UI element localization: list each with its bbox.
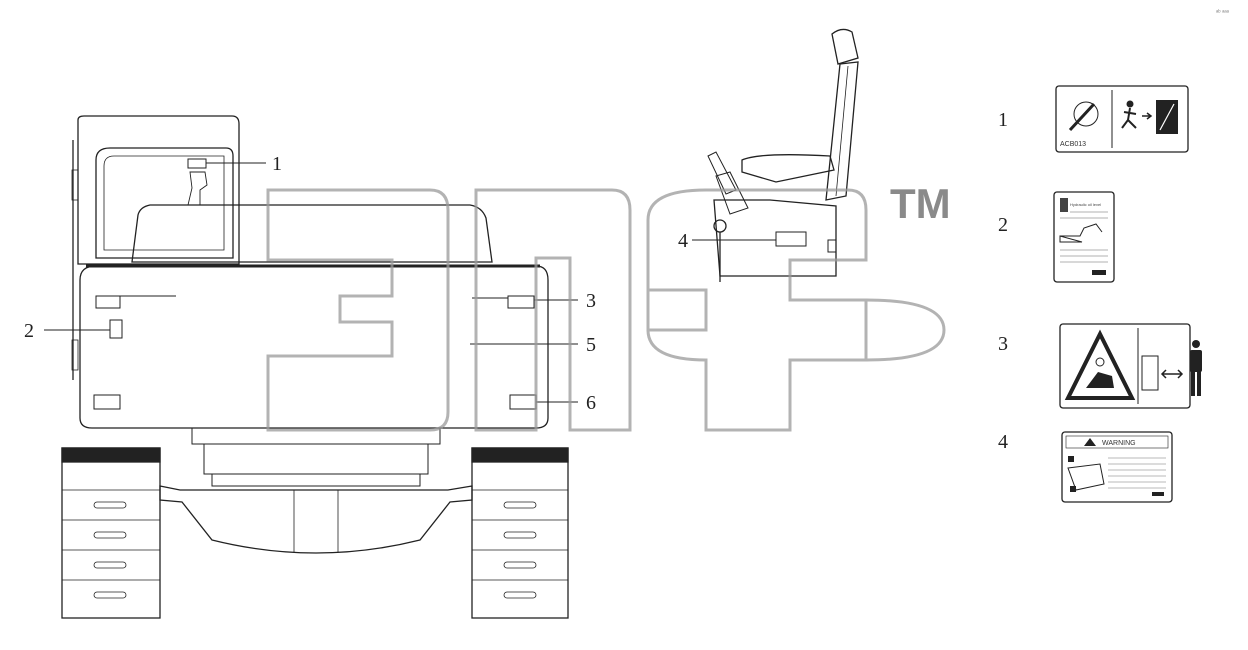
track-right: [471, 447, 569, 619]
callout-1: 1: [272, 153, 282, 175]
callout-2: 2: [24, 320, 34, 342]
standing-person-icon: [1192, 340, 1200, 348]
excavator-icon: [1059, 223, 1103, 243]
decal-4-title: WARNING: [1102, 440, 1136, 447]
legend-num-4: 4: [998, 431, 1008, 453]
leader-lines: [44, 162, 776, 403]
watermark: [266, 188, 946, 432]
decal-2-title: Hydraulic oil level: [1070, 202, 1101, 207]
seat-console-assembly: [707, 28, 859, 282]
undercarriage-frame: [159, 485, 473, 554]
decal-3: [1059, 323, 1202, 409]
decal-4: WARNING: [1061, 431, 1173, 503]
rear-light-left: [93, 394, 121, 410]
legend-num-1: 1: [998, 109, 1008, 131]
engine-hood: [131, 204, 493, 263]
decal-1-code: ACB013: [1060, 141, 1086, 148]
seat-silhouette: [187, 171, 208, 206]
legend-num-2: 2: [998, 214, 1008, 236]
cab-window: [95, 147, 234, 259]
counterweight-icon: [1141, 355, 1159, 391]
lock-icon-top: [1068, 456, 1074, 462]
watermark-tm: TM: [890, 180, 951, 227]
explosion-icon: [1073, 101, 1099, 127]
double-arrow-icon: [1160, 369, 1184, 379]
track-left: [61, 447, 161, 619]
cab-rear-window: [103, 155, 225, 251]
running-person-icon: [1126, 100, 1134, 108]
warning-small-icon: [1084, 438, 1096, 446]
callout-3: 3: [586, 290, 596, 312]
callout-4: 4: [678, 230, 688, 252]
legend-num-3: 3: [998, 333, 1008, 355]
callout-6: 6: [586, 392, 596, 414]
lock-icon-bottom: [1070, 486, 1076, 492]
warning-triangle-icon: [1064, 329, 1136, 400]
counterweight: [79, 265, 549, 429]
arrow-icon: [1142, 112, 1153, 120]
cab-outline: [77, 115, 240, 265]
callout-5: 5: [586, 334, 596, 356]
rear-light-right: [509, 394, 537, 410]
decal-2: Hydraulic oil level: [1053, 191, 1115, 283]
corner-mark: ᵃᵇ ᵃᵃᵃ: [1216, 9, 1230, 16]
decal-1: ACB013: [1055, 85, 1189, 153]
